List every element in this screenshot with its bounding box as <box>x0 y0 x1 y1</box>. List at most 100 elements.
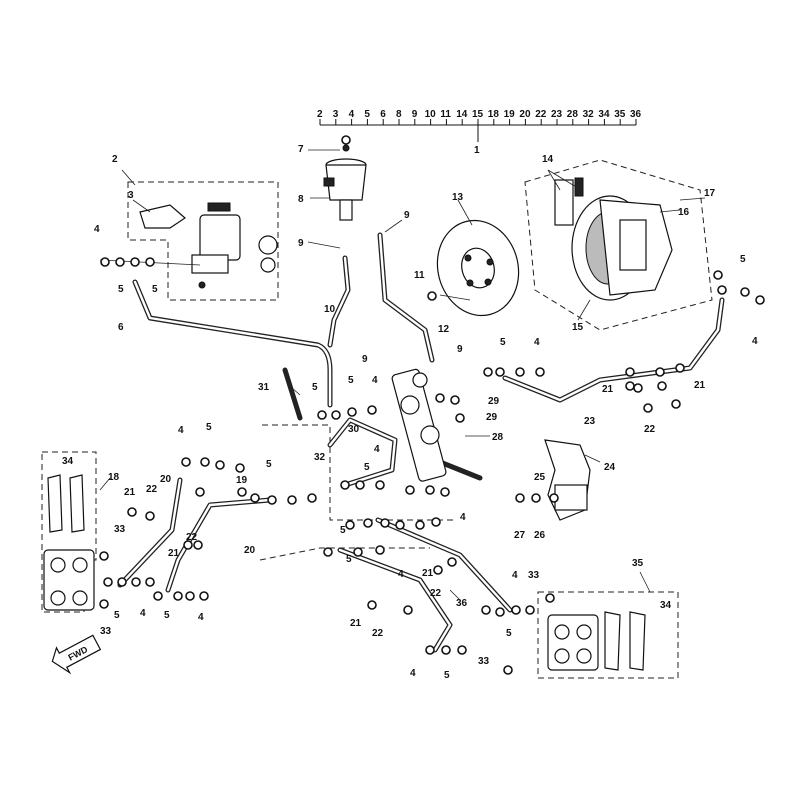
label-5f: 5 <box>348 375 354 386</box>
group-box-master-cylinder <box>127 181 279 301</box>
label-27: 27 <box>514 530 526 541</box>
label-21c: 21 <box>124 487 136 498</box>
label-22d: 22 <box>430 588 442 599</box>
fitting-washer <box>235 463 245 473</box>
fitting-washer <box>425 485 435 495</box>
top-ref-number: 19 <box>504 109 516 120</box>
proportioning-valve <box>391 368 447 482</box>
label-19: 19 <box>236 475 248 486</box>
label-16: 16 <box>678 207 690 218</box>
label-10: 10 <box>324 304 336 315</box>
label-4c: 4 <box>534 337 540 348</box>
fitting-washer <box>455 413 465 423</box>
label-21b: 21 <box>694 380 706 391</box>
fitting-washer <box>367 600 377 610</box>
label-22c: 22 <box>186 532 198 543</box>
fitting-washer <box>495 367 505 377</box>
label-9a: 9 <box>298 238 304 249</box>
label-34b: 34 <box>660 600 672 611</box>
label-4i: 4 <box>460 512 466 523</box>
label-1: 1 <box>474 145 480 156</box>
fitting-washer <box>450 395 460 405</box>
fitting-washer <box>323 547 333 557</box>
fitting-washer <box>425 645 435 655</box>
rear-caliper <box>554 177 673 301</box>
fitting-washer <box>375 480 385 490</box>
leader-lines <box>99 149 706 601</box>
top-ref-number: 3 <box>333 109 339 120</box>
fitting-washer <box>117 577 127 587</box>
label-5c: 5 <box>740 254 746 265</box>
fitting-washer <box>181 457 191 467</box>
top-ref-number: 4 <box>349 109 355 120</box>
fitting-washer <box>655 367 665 377</box>
label-7: 7 <box>298 144 304 155</box>
reservoir <box>323 144 367 221</box>
label-29b: 29 <box>486 412 498 423</box>
label-6: 6 <box>118 322 124 333</box>
group-box-rear-caliper <box>524 159 713 331</box>
fitting-washer <box>340 480 350 490</box>
fitting-washer <box>433 565 443 575</box>
label-5l: 5 <box>340 525 346 536</box>
top-ref-number: 8 <box>396 109 402 120</box>
label-4a: 4 <box>94 224 100 235</box>
label-9c: 9 <box>362 354 368 365</box>
label-2: 2 <box>112 154 118 165</box>
label-34a: 34 <box>62 456 74 467</box>
top-ref-number: 28 <box>567 109 579 120</box>
fitting-washer <box>643 403 653 413</box>
label-30: 30 <box>348 424 360 435</box>
label-5b: 5 <box>152 284 158 295</box>
fitting-washer <box>441 645 451 655</box>
top-ref-number: 10 <box>425 109 437 120</box>
label-29a: 29 <box>488 396 500 407</box>
fitting-washer <box>363 518 373 528</box>
label-4h: 4 <box>198 612 204 623</box>
fitting-washer <box>717 285 727 295</box>
fitting-washer <box>127 507 137 517</box>
fitting-washer <box>755 295 765 305</box>
label-31: 31 <box>258 382 270 393</box>
fitting-washer <box>100 257 110 267</box>
label-9d: 9 <box>457 344 463 355</box>
fitting-washer <box>267 495 277 505</box>
label-13: 13 <box>452 192 464 203</box>
fitting-washer <box>347 407 357 417</box>
fitting-washer <box>503 665 513 675</box>
fitting-washer <box>317 410 327 420</box>
fitting-washer <box>545 593 555 603</box>
fitting-washer <box>403 605 413 615</box>
fitting-washer <box>675 363 685 373</box>
top-ref-number: 23 <box>551 109 563 120</box>
fitting-washer <box>495 607 505 617</box>
label-21d: 21 <box>168 548 180 559</box>
fitting-washer <box>103 577 113 587</box>
fitting-washer <box>173 591 183 601</box>
fitting-washer <box>200 457 210 467</box>
top-ref-number: 35 <box>614 109 626 120</box>
label-33b: 33 <box>100 626 112 637</box>
label-3: 3 <box>128 190 134 201</box>
label-4e: 4 <box>374 444 380 455</box>
label-22a: 22 <box>644 424 656 435</box>
label-5n: 5 <box>506 628 512 639</box>
top-ref-number: 22 <box>535 109 547 120</box>
label-14: 14 <box>542 154 554 165</box>
fitting-washer <box>625 367 635 377</box>
label-28: 28 <box>492 432 504 443</box>
label-15: 15 <box>572 322 584 333</box>
part-labels: 2 3 4 5 5 6 7 8 9 9 10 11 12 13 14 15 16… <box>62 144 758 681</box>
label-4g: 4 <box>140 608 146 619</box>
fitting-washer <box>457 645 467 655</box>
top-ref-number: 9 <box>412 109 418 120</box>
label-8: 8 <box>298 194 304 205</box>
label-5i: 5 <box>266 459 272 470</box>
fitting-washer <box>515 493 525 503</box>
fitting-washer <box>287 495 297 505</box>
top-ref-number: 14 <box>456 109 468 120</box>
label-9b: 9 <box>404 210 410 221</box>
label-4b: 4 <box>752 336 758 347</box>
